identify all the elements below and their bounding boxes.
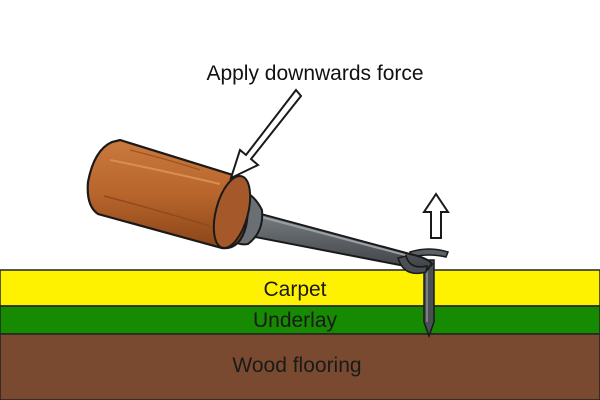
wood-flooring-layer <box>0 333 600 400</box>
underlay-label: Underlay <box>253 309 338 332</box>
carpet-layer <box>0 269 600 307</box>
downward-force-arrow-icon <box>229 88 303 180</box>
upward-lift-arrow-icon <box>422 192 450 239</box>
tack-lifter-shaft-icon <box>238 208 434 275</box>
nail-icon <box>409 248 449 339</box>
downward-force-caption: Apply downwards force <box>206 62 423 85</box>
carpet-label: Carpet <box>263 278 326 301</box>
wooden-handle-icon <box>86 138 252 250</box>
wood-flooring-label: Wood flooring <box>232 354 361 377</box>
underlay-layer <box>0 305 600 335</box>
